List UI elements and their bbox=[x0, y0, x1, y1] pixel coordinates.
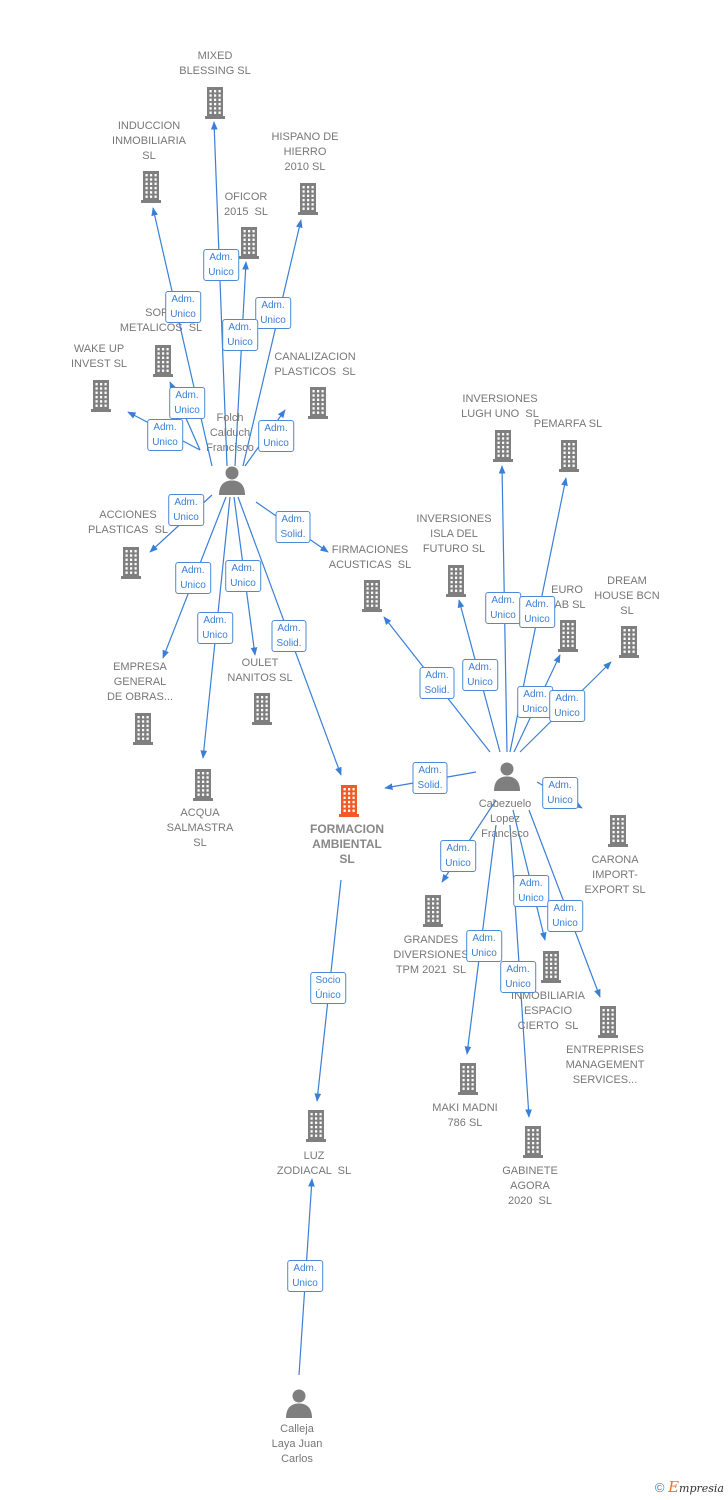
building-icon[interactable] bbox=[140, 169, 162, 203]
relation-label-cabezuelo-entreprises: Adm. Unico bbox=[547, 900, 583, 932]
node-label-luz[interactable]: LUZ ZODIACAL SL bbox=[276, 1150, 352, 1177]
person-icon[interactable] bbox=[284, 1388, 314, 1418]
node-label-acqua[interactable]: ACQUA SALMASTRA SL bbox=[166, 807, 234, 849]
copyright-icon: © bbox=[654, 1480, 665, 1495]
relation-label-folch-formacion: Adm. Solid. bbox=[271, 620, 307, 652]
node-label-cabezuelo[interactable]: Cabezuelo Lopez Francisco bbox=[478, 798, 532, 840]
node-label-grandes[interactable]: GRANDES DIVERSIONES TPM 2021 SL bbox=[393, 934, 469, 976]
building-icon[interactable] bbox=[457, 1061, 479, 1095]
building-icon[interactable] bbox=[492, 428, 514, 462]
edge-folch-oficor bbox=[234, 261, 249, 467]
person-icon[interactable] bbox=[217, 465, 247, 495]
node-label-firmaciones[interactable]: FIRMACIONES ACUSTICAS SL bbox=[328, 544, 412, 571]
relation-label-cabezuelo-firmaciones: Adm. Solid. bbox=[419, 667, 455, 699]
relation-label-cabezuelo-dream: Adm. Unico bbox=[549, 690, 585, 722]
relation-label-folch-hispano: Adm. Unico bbox=[255, 297, 291, 329]
person-icon[interactable] bbox=[492, 761, 522, 791]
building-icon[interactable] bbox=[618, 624, 640, 658]
relation-label-cabezuelo-maki: Adm. Unico bbox=[466, 930, 502, 962]
edge-folch-mixed bbox=[210, 121, 228, 467]
node-label-oficor[interactable]: OFICOR 2015 SL bbox=[223, 191, 269, 218]
node-label-folch[interactable]: Folch Calduch Francisco bbox=[206, 412, 254, 454]
relation-label-folch-canalizacion: Adm. Unico bbox=[258, 420, 294, 452]
building-icon[interactable] bbox=[597, 1004, 619, 1038]
relation-label-folch-wakeup: Adm. Unico bbox=[147, 419, 183, 451]
relation-label-folch-acqua: Adm. Unico bbox=[197, 612, 233, 644]
relation-label-folch-acciones: Adm. Unico bbox=[168, 494, 204, 526]
node-label-induccion[interactable]: INDUCCION INMOBILIARIA SL bbox=[112, 120, 186, 162]
node-label-hispano[interactable]: HISPANO DE HIERRO 2010 SL bbox=[271, 131, 339, 173]
relation-label-formacion-luz: Socio Único bbox=[310, 972, 346, 1004]
relation-label-folch-oficor: Adm. Unico bbox=[222, 319, 258, 351]
relation-label-folch-firmaciones: Adm. Solid. bbox=[275, 511, 311, 543]
building-icon[interactable] bbox=[607, 813, 629, 847]
node-label-gabinete[interactable]: GABINETE AGORA 2020 SL bbox=[502, 1165, 558, 1207]
relation-label-folch-oulet: Adm. Unico bbox=[225, 560, 261, 592]
relation-label-calleja-luz: Adm. Unico bbox=[287, 1260, 323, 1292]
building-icon[interactable] bbox=[152, 343, 174, 377]
building-icon[interactable] bbox=[305, 1108, 327, 1142]
building-icon[interactable] bbox=[422, 893, 444, 927]
building-icon[interactable] bbox=[557, 618, 579, 652]
building-icon[interactable] bbox=[445, 563, 467, 597]
building-icon[interactable] bbox=[251, 691, 273, 725]
node-label-inv_isla[interactable]: INVERSIONES ISLA DEL FUTURO SL bbox=[416, 513, 492, 555]
node-label-dream[interactable]: DREAM HOUSE BCN SL bbox=[594, 575, 660, 617]
building-icon[interactable] bbox=[361, 578, 383, 612]
building-icon[interactable] bbox=[540, 949, 562, 983]
relation-label-folch-sopo: Adm. Unico bbox=[169, 387, 205, 419]
building-icon[interactable] bbox=[558, 438, 580, 472]
building-icon[interactable] bbox=[192, 767, 214, 801]
node-label-inv_lugh[interactable]: INVERSIONES LUGH UNO SL bbox=[461, 393, 539, 420]
node-label-empresa[interactable]: EMPRESA GENERAL DE OBRAS... bbox=[106, 661, 174, 703]
focus-building-icon[interactable] bbox=[338, 783, 360, 817]
edge-folch-hispano bbox=[242, 219, 303, 467]
building-icon[interactable] bbox=[307, 385, 329, 419]
relation-label-cabezuelo-gabinete: Adm. Unico bbox=[500, 961, 536, 993]
node-label-oulet[interactable]: OULET NANITOS SL bbox=[227, 657, 293, 684]
node-label-carona[interactable]: CARONA IMPORT- EXPORT SL bbox=[584, 854, 646, 896]
relation-label-cabezuelo-grandes: Adm. Unico bbox=[440, 840, 476, 872]
node-label-mixed[interactable]: MIXED BLESSING SL bbox=[179, 50, 251, 77]
building-icon[interactable] bbox=[297, 181, 319, 215]
node-label-maki[interactable]: MAKI MADNI 786 SL bbox=[432, 1102, 498, 1129]
building-icon[interactable] bbox=[132, 711, 154, 745]
building-icon[interactable] bbox=[522, 1124, 544, 1158]
relation-label-cabezuelo-euro: Adm. Unico bbox=[517, 686, 553, 718]
building-icon[interactable] bbox=[238, 225, 260, 259]
relation-label-cabezuelo-pemarfa: Adm. Unico bbox=[519, 596, 555, 628]
building-icon[interactable] bbox=[204, 85, 226, 119]
relation-label-cabezuelo-inv_isla: Adm. Unico bbox=[462, 659, 498, 691]
node-label-calleja[interactable]: Calleja Laya Juan Carlos bbox=[271, 1423, 323, 1465]
relation-label-folch-mixed: Adm. Unico bbox=[203, 249, 239, 281]
empresia-logo[interactable]: Empresia bbox=[668, 1478, 724, 1496]
relation-label-cabezuelo-inv_lugh: Adm. Unico bbox=[485, 592, 521, 624]
node-label-formacion[interactable]: FORMACION AMBIENTAL SL bbox=[310, 822, 384, 866]
node-label-pemarfa[interactable]: PEMARFA SL bbox=[533, 418, 603, 430]
node-label-acciones[interactable]: ACCIONES PLASTICAS SL bbox=[87, 509, 169, 536]
edge-folch-induccion bbox=[151, 207, 213, 467]
node-label-entreprises[interactable]: ENTREPRISES MANAGEMENT SERVICES... bbox=[565, 1044, 645, 1086]
node-label-wakeup[interactable]: WAKE UP INVEST SL bbox=[70, 343, 128, 370]
building-icon[interactable] bbox=[90, 378, 112, 412]
relation-label-folch-empresa: Adm. Unico bbox=[175, 562, 211, 594]
building-icon[interactable] bbox=[120, 545, 142, 579]
relation-label-folch-induccion: Adm. Unico bbox=[165, 291, 201, 323]
footer-credit: © Empresia bbox=[655, 1478, 724, 1496]
relation-label-cabezuelo-formacion: Adm. Solid. bbox=[412, 762, 448, 794]
relation-label-cabezuelo-carona: Adm. Unico bbox=[542, 777, 578, 809]
relation-label-cabezuelo-inmobiliaria: Adm. Unico bbox=[513, 875, 549, 907]
node-label-inmobiliaria[interactable]: INMOBILIARIA ESPACIO CIERTO SL bbox=[511, 990, 585, 1032]
node-label-canalizacion[interactable]: CANALIZACION PLASTICOS SL bbox=[274, 351, 356, 378]
